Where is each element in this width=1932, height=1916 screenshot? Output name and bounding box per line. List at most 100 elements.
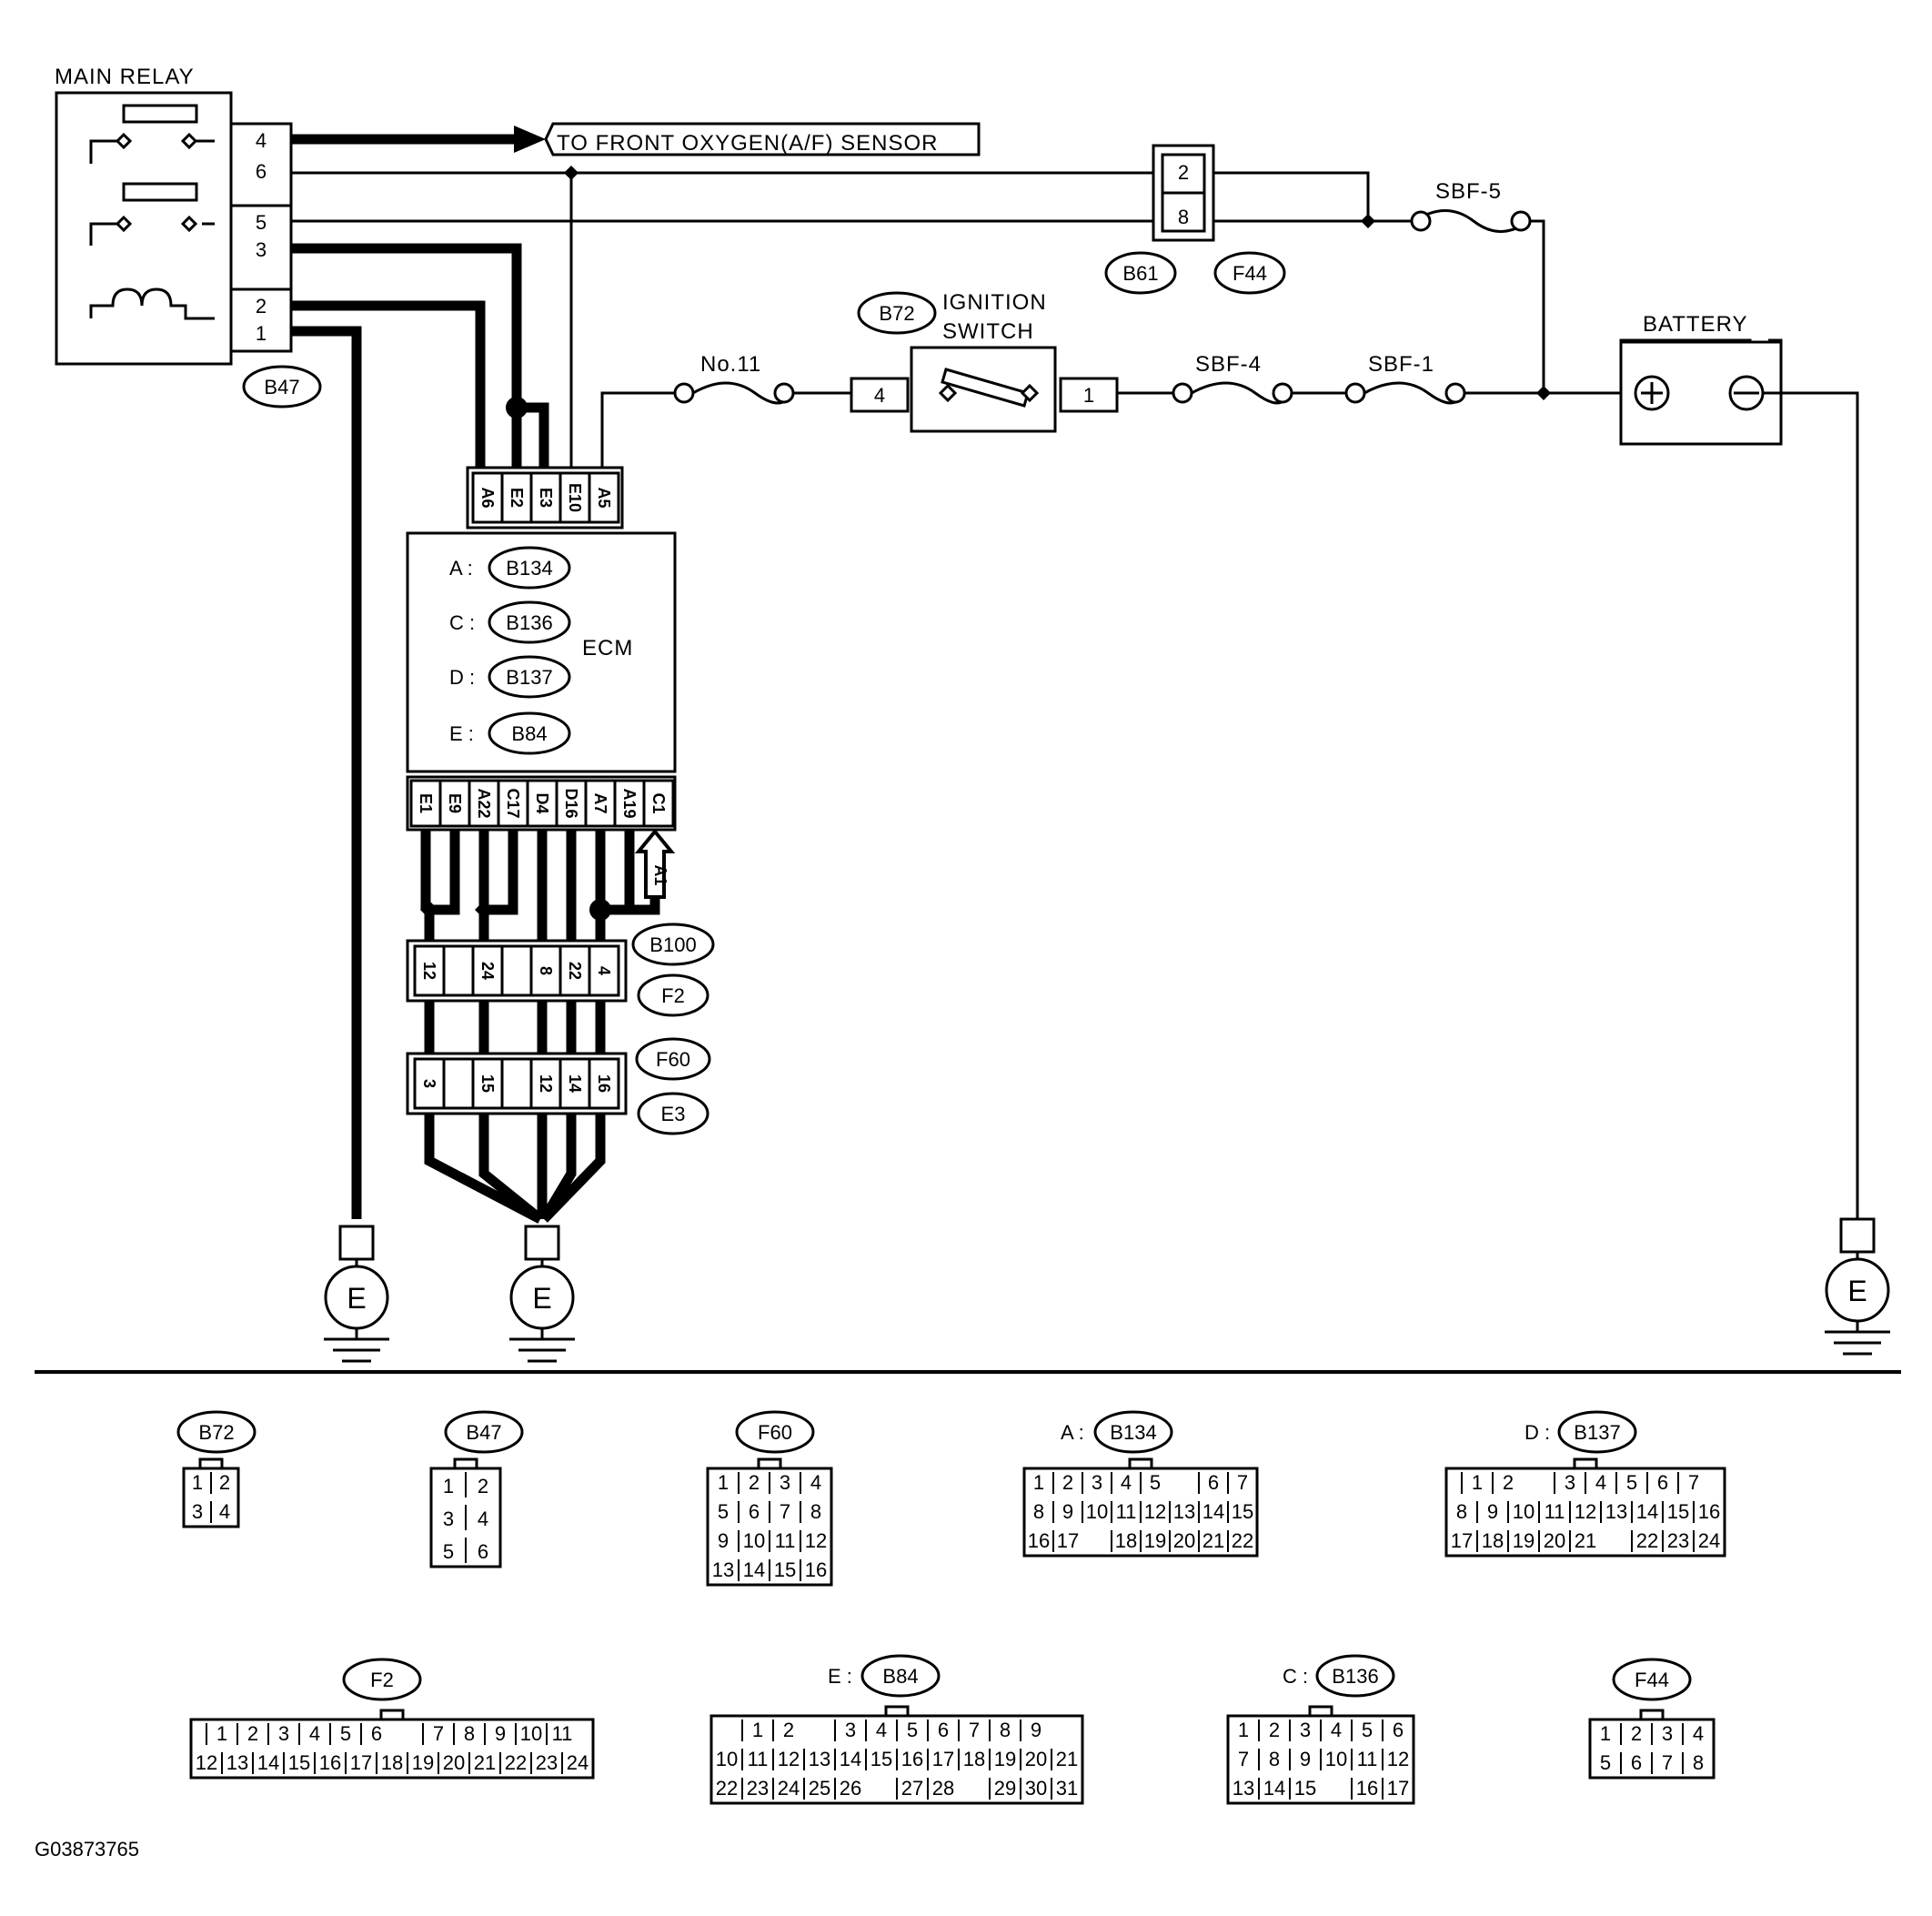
- b136-face-pin: 11: [1357, 1748, 1378, 1770]
- b47-tag-text: B47: [264, 376, 299, 398]
- b84-tag-text: B84: [511, 722, 547, 745]
- b134-face-pin: 7: [1237, 1471, 1248, 1494]
- f2-face-pin: 17: [350, 1751, 372, 1774]
- b84-face-pin: 13: [809, 1748, 830, 1770]
- f60-face-pin: 8: [810, 1500, 821, 1523]
- b137-face-pin: 7: [1688, 1471, 1699, 1494]
- b47-face-pin: 1: [443, 1475, 454, 1498]
- b47-face-tag-text: B47: [466, 1421, 501, 1444]
- b134-face-pin: 4: [1121, 1471, 1132, 1494]
- b84-face-pin: 31: [1056, 1777, 1078, 1800]
- f60-inline-cell: [529, 1057, 562, 1110]
- f60-face-pin: 13: [712, 1558, 734, 1581]
- f44-tag-text: F44: [1233, 262, 1267, 285]
- f2-face-pin: 12: [196, 1751, 217, 1774]
- ecm-bottom-pin: C17: [504, 788, 522, 818]
- b84-face-pin: 9: [1031, 1719, 1041, 1741]
- ecm-top-cell: [471, 471, 504, 524]
- f2-face-tag-text: F2: [370, 1669, 394, 1691]
- b136-face-pin: 10: [1325, 1748, 1347, 1770]
- b134-face-tag-text: B134: [1110, 1421, 1156, 1444]
- f60-inline-cell: [588, 1057, 620, 1110]
- ecm-top-pin: E2: [508, 488, 526, 508]
- b136-face-pin: 4: [1331, 1719, 1342, 1741]
- ecm-top-pin: A6: [478, 487, 497, 508]
- b137-face-pin: 19: [1513, 1529, 1535, 1552]
- b84-tag: [488, 711, 571, 755]
- ecm-top-pin: A5: [595, 487, 613, 508]
- f60-inline-cell: [500, 1057, 533, 1110]
- ground-2-label: E: [532, 1282, 551, 1315]
- main-relay: MAIN RELAY 4 6 5 3 2 1 B47: [55, 65, 322, 408]
- b84-face-pin: 3: [845, 1719, 856, 1741]
- b84-face-pin: 4: [876, 1719, 887, 1741]
- b137-face-pin: 3: [1565, 1471, 1575, 1494]
- b134-face-pin: 3: [1092, 1471, 1102, 1494]
- f2-face-pin: 15: [288, 1751, 310, 1774]
- f60-face-pin: 10: [743, 1529, 765, 1552]
- b136-face-pin: 1: [1238, 1719, 1249, 1741]
- no11-fuse-label: No.11: [700, 352, 761, 377]
- sbf4-label: SBF-4: [1195, 352, 1262, 377]
- b137-face-pin: 8: [1456, 1500, 1467, 1523]
- b137-face-pin: 12: [1575, 1500, 1596, 1523]
- f44-tag: [1213, 251, 1286, 295]
- ecm-conn-c-letter: C :: [449, 611, 475, 634]
- b134-face-pin: 18: [1115, 1529, 1137, 1552]
- b134-face-pin: 17: [1057, 1529, 1079, 1552]
- f2-tag: [637, 973, 709, 1017]
- sbf5-label: SBF-5: [1435, 179, 1502, 204]
- b136-tag-text: B136: [506, 611, 552, 634]
- f2-face-pin: 4: [309, 1722, 320, 1745]
- f2-face-pin: 22: [505, 1751, 527, 1774]
- f60-face-pin: 11: [775, 1529, 796, 1552]
- b136-tag: [488, 600, 571, 644]
- main-relay-body: [55, 91, 233, 366]
- b137-face-tag-text: B137: [1574, 1421, 1620, 1444]
- b100-cell: [500, 944, 533, 997]
- ground-3-label: E: [1847, 1275, 1867, 1307]
- f60-inline-pin: 15: [478, 1074, 497, 1093]
- f2-face-pin: 11: [552, 1722, 573, 1745]
- b84-face-tag-text: B84: [882, 1665, 918, 1688]
- b134-face-pin: 5: [1150, 1471, 1161, 1494]
- f44-face-pin: 8: [1693, 1751, 1704, 1774]
- f60-face-tag-text: F60: [758, 1421, 792, 1444]
- figure-id: G03873765: [35, 1838, 139, 1861]
- b84-face-pin: 19: [994, 1748, 1016, 1770]
- b84-face-pin: 25: [809, 1777, 830, 1800]
- f2-face-pin: 6: [371, 1722, 382, 1745]
- b137-face-pin: 1: [1472, 1471, 1483, 1494]
- b72-tag: [857, 291, 937, 335]
- e3-tag: [637, 1092, 709, 1135]
- b84-face-pin: 2: [783, 1719, 794, 1741]
- b100-pin: 8: [537, 966, 555, 975]
- b137-face-pin: 16: [1698, 1500, 1720, 1523]
- f60-tag: [635, 1037, 711, 1081]
- b84-face-pin: 8: [1000, 1719, 1011, 1741]
- b84-face-prefix: E :: [828, 1665, 852, 1688]
- f44-face-pin: 3: [1662, 1722, 1673, 1745]
- battery-label: BATTERY: [1643, 312, 1747, 337]
- b134-face-tag: [1093, 1410, 1173, 1454]
- b100-cell: [529, 944, 562, 997]
- ignition-label-2: SWITCH: [942, 319, 1034, 344]
- b137-face-pin: 20: [1544, 1529, 1565, 1552]
- f2-face-pin: 1: [216, 1722, 227, 1745]
- b134-tag: [488, 546, 571, 590]
- b72-face-pin: 3: [192, 1500, 203, 1523]
- f44-face-pin: 1: [1600, 1722, 1611, 1745]
- b100-cell: [471, 944, 504, 997]
- b61-tag: [1104, 251, 1177, 295]
- f60-face-pin: 15: [774, 1558, 796, 1581]
- ecm-bottom-pin: A22: [475, 788, 493, 818]
- ground-2: E: [509, 1225, 575, 1363]
- b100-pin: 12: [420, 962, 438, 980]
- ecm-bottom-pin: A7: [591, 792, 609, 813]
- ecm-bottom-pin: C1: [649, 792, 668, 813]
- f2-face-pin: 21: [474, 1751, 496, 1774]
